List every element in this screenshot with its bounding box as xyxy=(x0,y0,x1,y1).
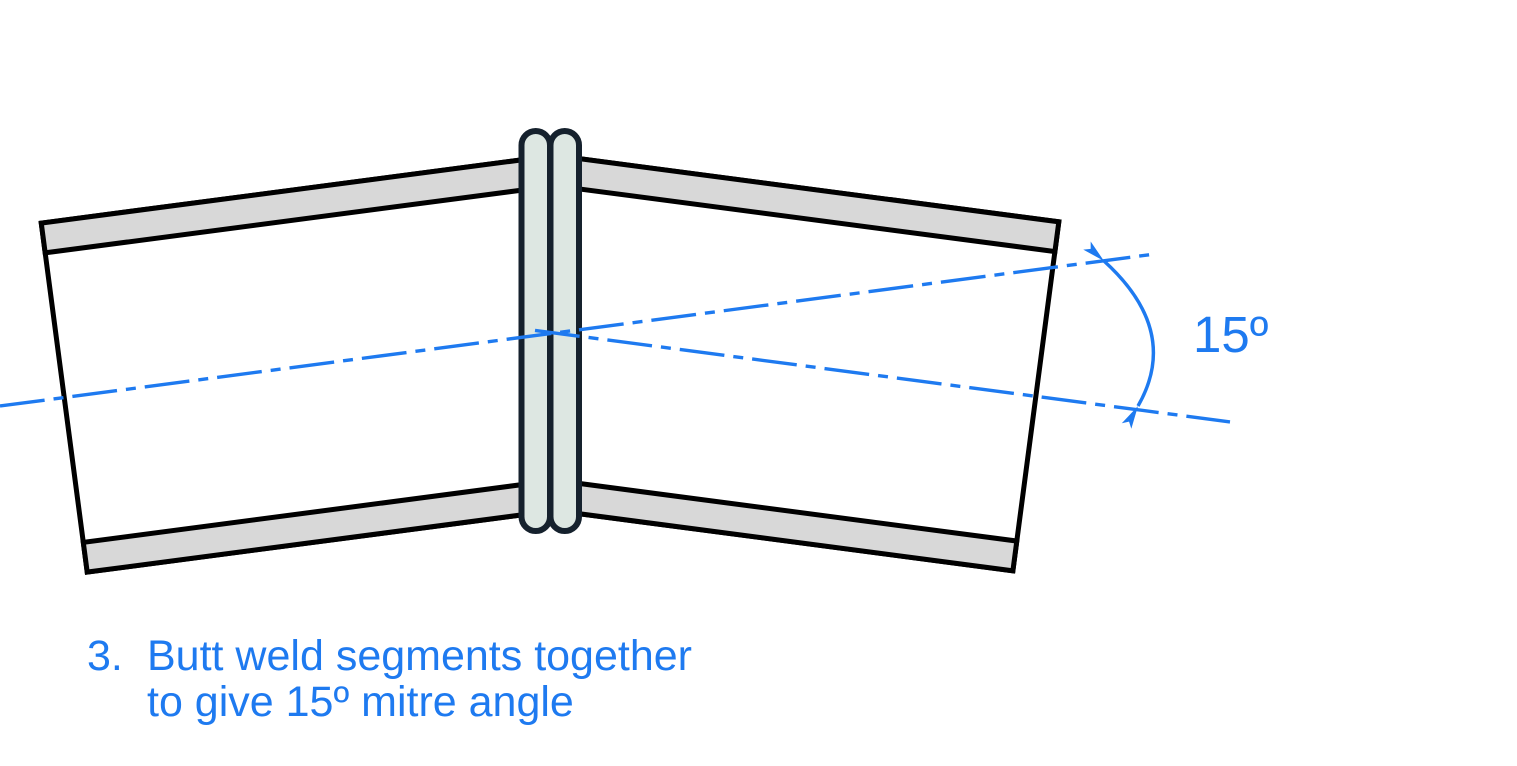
caption-number: 3. xyxy=(87,632,123,680)
angle-dimension-arc xyxy=(1083,241,1156,429)
caption: 3. Butt weld segments together to give 1… xyxy=(87,632,692,726)
angle-label: 15º xyxy=(1193,306,1268,363)
left-segment-centerline xyxy=(0,252,1156,408)
caption-line1: Butt weld segments together xyxy=(147,632,692,680)
caption-line2: to give 15º mitre angle xyxy=(147,678,574,726)
